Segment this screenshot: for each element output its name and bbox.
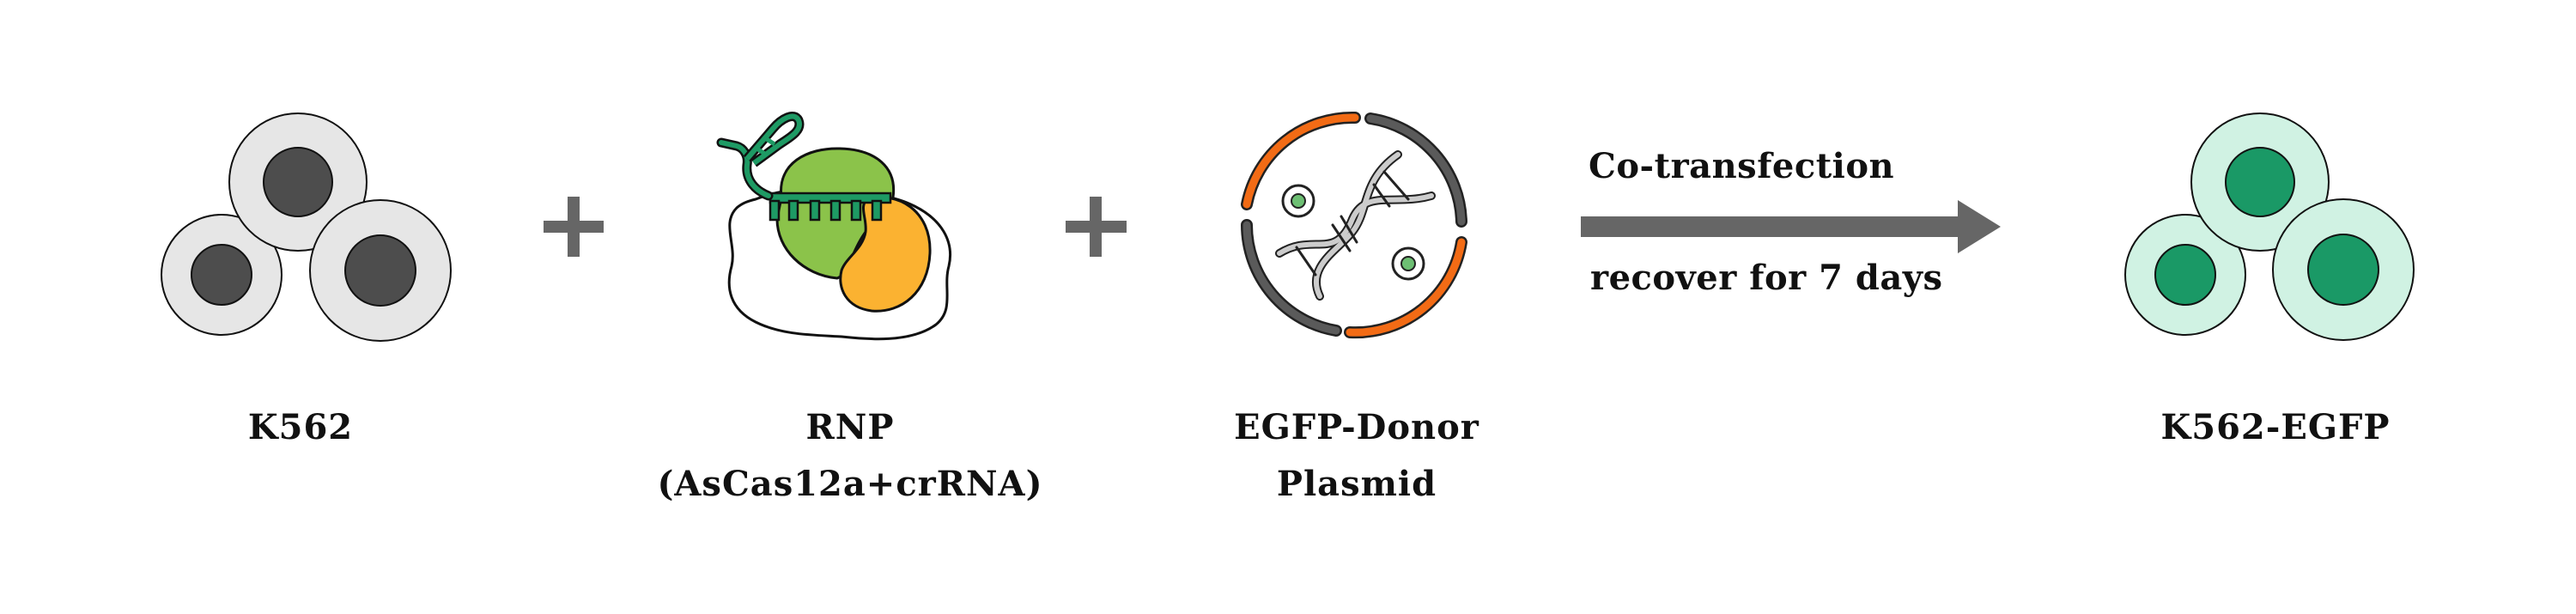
cell-cluster-green-icon xyxy=(2124,112,2415,341)
cell-cluster-gray-icon xyxy=(161,112,452,342)
label-line: (AsCas12a+crRNA) xyxy=(657,464,1043,504)
plus-operator-icon xyxy=(1066,197,1127,257)
label-line: K562 xyxy=(247,407,354,447)
label-k562: K562 xyxy=(215,399,386,456)
label-line: EGFP-Donor xyxy=(1234,407,1479,447)
plus-operator-icon xyxy=(544,197,604,257)
arrow-top-label: Co-transfection xyxy=(1589,146,1895,186)
process-arrow-icon xyxy=(1581,200,2001,253)
label-line: Plasmid xyxy=(1276,464,1437,504)
label-line: RNP xyxy=(805,407,895,447)
label-donor-plasmid: EGFP-Donor Plasmid xyxy=(1219,399,1494,513)
label-k562-egfp: K562-EGFP xyxy=(2138,399,2413,456)
arrow-bottom-label: recover for 7 days xyxy=(1590,258,1943,298)
rnp-complex-icon xyxy=(716,112,951,341)
plasmid-dna-icon xyxy=(1241,111,1467,339)
label-line: K562-EGFP xyxy=(2160,407,2391,447)
label-rnp: RNP (AsCas12a+crRNA) xyxy=(653,399,1048,513)
